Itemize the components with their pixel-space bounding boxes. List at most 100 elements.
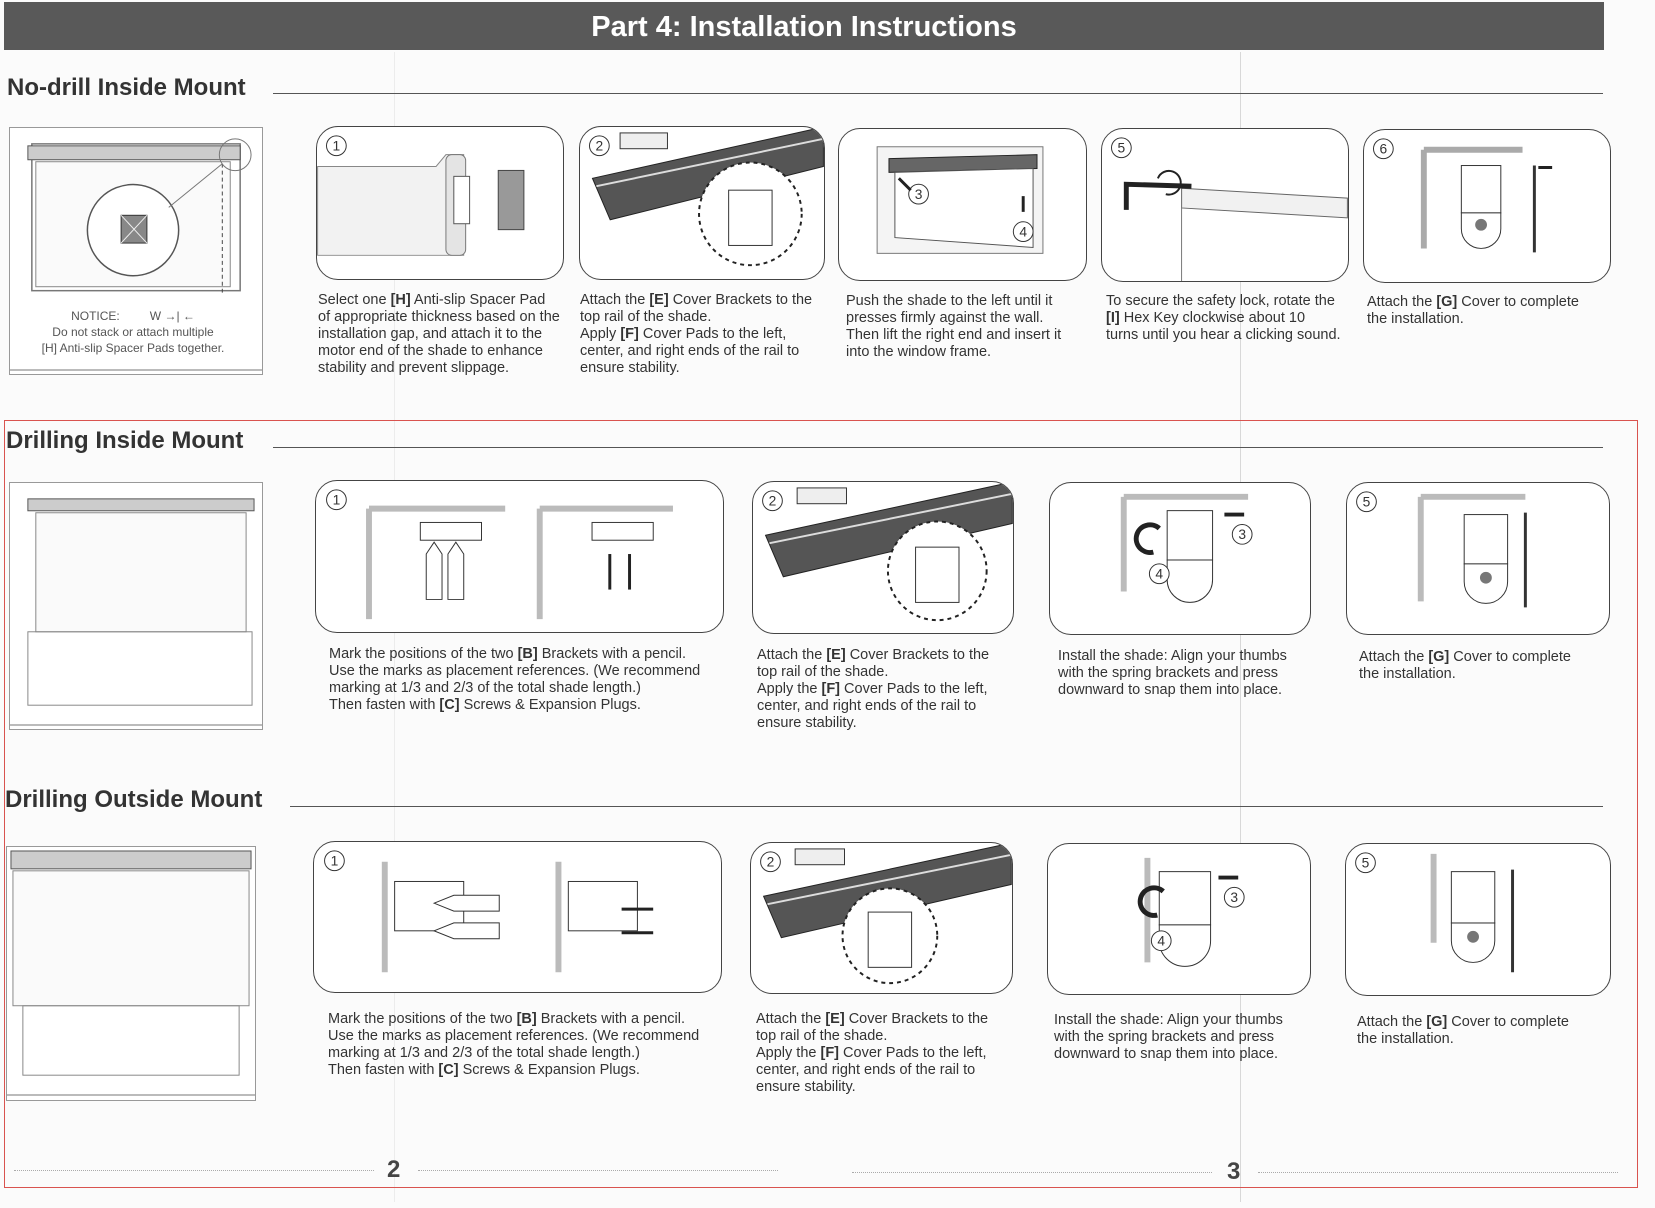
- page-number-left: 2: [387, 1156, 401, 1183]
- step-text-run: marking at 1/3 and 2/3 of the total shad…: [329, 680, 641, 696]
- step-text-run: Apply the: [756, 1045, 821, 1061]
- step-text-line: ensure stability.: [580, 360, 830, 377]
- step-badge: 4: [1157, 933, 1165, 949]
- step-text-run: Screws & Expansion Plugs.: [458, 1062, 640, 1078]
- cover-attach-icon: 6: [1373, 138, 1553, 253]
- step-badge: 5: [1363, 494, 1371, 510]
- step-text-run: Then fasten with: [328, 1062, 439, 1078]
- step-text-run: Use the marks as placement references. (…: [329, 663, 701, 679]
- snap-install-icon: 3 4: [1120, 493, 1253, 603]
- step-text-run: Cover Brackets to the: [668, 292, 813, 308]
- step-text-line: Attach the [G] Cover to complete: [1357, 1014, 1597, 1031]
- step-text-run: Screws & Expansion Plugs.: [459, 697, 641, 713]
- step-text-line: [I] Hex Key clockwise about 10: [1106, 310, 1356, 327]
- step-text-run: downward to snap them into place.: [1058, 682, 1283, 698]
- step-text-run: Attach the: [1357, 1014, 1427, 1030]
- step-text-line: Attach the [E] Cover Brackets to the: [580, 292, 830, 309]
- part-reference: [G]: [1426, 1014, 1448, 1030]
- page-number-right: 3: [1227, 1158, 1241, 1185]
- section-rule: [273, 447, 1603, 448]
- step-text-run: Cover to complete: [1457, 294, 1579, 310]
- step-text-line: presses firmly against the wall.: [846, 310, 1096, 327]
- step-text-run: Cover to complete: [1449, 649, 1571, 665]
- cover-attach-icon: 5: [1356, 491, 1527, 608]
- notice-line: Do not stack or attach multiple: [52, 325, 214, 339]
- step-image-drill-outside-3: 3 4: [1047, 843, 1311, 995]
- push-shade-icon: 3 4: [876, 146, 1044, 254]
- footer-rule: [1258, 1172, 1618, 1173]
- step-text-line: with the spring brackets and press: [1054, 1029, 1314, 1046]
- part-reference: [B]: [516, 1011, 537, 1027]
- step-text-run: Install the shade: Align your thumbs: [1058, 648, 1287, 664]
- step-badge: 3: [1238, 526, 1246, 542]
- cover-bracket-icon: 2: [588, 127, 824, 267]
- step-text-run: Then fasten with: [329, 697, 440, 713]
- step-badge: 5: [1362, 855, 1370, 871]
- step-image-nodrill-3: 3 4: [838, 128, 1087, 281]
- overview-diagram-drill-outside: [6, 846, 256, 1101]
- step-image-nodrill-1: 1: [316, 126, 564, 280]
- step-badge: 1: [333, 138, 341, 154]
- step-text-line: Then fasten with [C] Screws & Expansion …: [329, 697, 729, 714]
- step-text-run: Hex Key clockwise about 10: [1119, 310, 1306, 326]
- cover-bracket-icon: 2: [762, 482, 1013, 622]
- step-text-run: Cover to complete: [1447, 1014, 1569, 1030]
- notice-line: [H] Anti-slip Spacer Pads together.: [41, 341, 225, 355]
- step-text-run: Attach the: [756, 1011, 826, 1027]
- step-image-drill-inside-1: 1: [315, 480, 724, 633]
- footer-rule: [14, 1170, 374, 1171]
- step-text-line: ensure stability.: [757, 715, 1017, 732]
- step-text-line: Mark the positions of the two [B] Bracke…: [329, 646, 729, 663]
- arrow-icon: [897, 177, 912, 192]
- step-image-nodrill-5: 6: [1363, 129, 1611, 283]
- step-text-line: Apply the [F] Cover Pads to the left,: [756, 1045, 1016, 1062]
- step-text-run: motor end of the shade to enhance: [318, 343, 543, 359]
- step-text-line: center, and right ends of the rail to: [757, 698, 1017, 715]
- step-text-run: stability and prevent slippage.: [318, 360, 510, 376]
- step-text-line: with the spring brackets and press: [1058, 665, 1318, 682]
- step-image-drill-inside-4: 5: [1346, 482, 1610, 635]
- part-reference: [F]: [820, 1045, 840, 1061]
- step-text-run: Then lift the right end and insert it: [846, 327, 1062, 343]
- step-text-line: center, and right ends of the rail to: [756, 1062, 1016, 1079]
- step-text-run: the installation.: [1359, 666, 1456, 682]
- step-text-line: Apply [F] Cover Pads to the left,: [580, 326, 830, 343]
- hex-key-icon: 5: [1111, 137, 1348, 281]
- window-shade-icon: [7, 850, 255, 1096]
- step-text-run: Use the marks as placement references. (…: [328, 1028, 700, 1044]
- step-text-run: Cover Pads to the left,: [840, 681, 988, 697]
- step-text-run: Attach the: [757, 647, 827, 663]
- step-text-line: top rail of the shade.: [757, 664, 1017, 681]
- part-reference: [B]: [517, 646, 538, 662]
- step-text-line: stability and prevent slippage.: [318, 360, 568, 377]
- step-badge: 6: [1380, 141, 1388, 157]
- step-text-run: center, and right ends of the rail to: [580, 343, 800, 359]
- step-badge: 3: [915, 186, 923, 202]
- step-text-line: Use the marks as placement references. (…: [329, 663, 729, 680]
- arrow-left-icon: ←: [182, 309, 195, 323]
- step-text-run: ensure stability.: [756, 1079, 856, 1095]
- part-reference: [H]: [390, 292, 411, 308]
- part-reference: [E]: [649, 292, 669, 308]
- step-image-drill-outside-1: 1: [313, 841, 722, 993]
- step-badge: 2: [596, 138, 604, 154]
- step-text-line: turns until you hear a clicking sound.: [1106, 327, 1356, 344]
- step-text-line: the installation.: [1367, 311, 1617, 328]
- step-text-line: downward to snap them into place.: [1054, 1046, 1314, 1063]
- section-rule: [290, 806, 1603, 807]
- step-text-run: Cover Brackets to the: [844, 1011, 989, 1027]
- step-text-run: Cover Brackets to the: [845, 647, 990, 663]
- window-shade-icon: [10, 498, 262, 726]
- step-text-line: Attach the [E] Cover Brackets to the: [757, 647, 1017, 664]
- step-text-line: Push the shade to the left until it: [846, 293, 1096, 310]
- step-text-run: Attach the: [1359, 649, 1429, 665]
- step-image-nodrill-4: 5: [1101, 128, 1349, 282]
- section-title-drill-inside: Drilling Inside Mount: [6, 427, 244, 454]
- step-text-run: Mark the positions of the two: [328, 1011, 517, 1027]
- step-badge: 1: [331, 853, 339, 869]
- step-text-run: ensure stability.: [757, 715, 857, 731]
